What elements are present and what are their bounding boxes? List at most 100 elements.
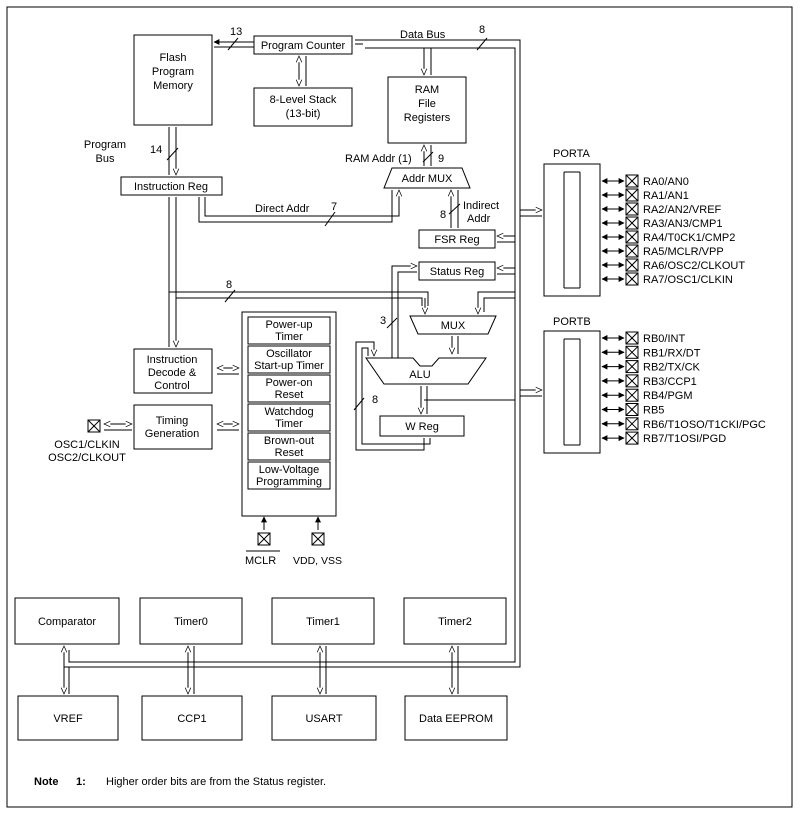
- flash-label-1: Flash: [160, 52, 187, 64]
- panel-cell-label: Start-up Timer: [254, 360, 324, 372]
- portb-pin-icon: [625, 345, 639, 359]
- porta-block: [543, 163, 601, 297]
- w-feedback-b: [361, 347, 431, 445]
- mclr-pin-icon: [257, 532, 271, 546]
- timer2-block: [403, 597, 507, 645]
- vref-block: [17, 695, 119, 741]
- program-counter: [253, 35, 353, 55]
- w-reg: [379, 415, 465, 437]
- porta-pin-icon: [625, 272, 639, 286]
- panel-cell: [247, 345, 331, 374]
- mux: [409, 315, 497, 335]
- timing-label-1: Timing: [156, 415, 189, 427]
- porta-pin-icon: [625, 230, 639, 244]
- panel-cell-label: Power-on: [265, 377, 312, 389]
- ccp1-block: [141, 695, 243, 741]
- w-feedback-width: 8: [372, 394, 378, 406]
- program-bus-width: 14: [150, 144, 162, 156]
- mclr-label: MCLR: [245, 555, 276, 567]
- portb-pin-label: RB1/RX/DT: [643, 347, 701, 359]
- mux-sel-width: 3: [380, 315, 386, 327]
- portb-pins: RB0/INTRB1/RX/DTRB2/TX/CKRB3/CCP1RB4/PGM…: [601, 331, 766, 445]
- stack-label-2: (13-bit): [286, 108, 321, 120]
- portb-pin-label: RB3/CCP1: [643, 376, 697, 388]
- note-number: 1:: [76, 776, 86, 788]
- decode-label-1: Instruction: [147, 354, 198, 366]
- porta-title: PORTA: [553, 148, 591, 160]
- databus-to-mux-a: [478, 291, 515, 314]
- panel-cell: [247, 403, 331, 432]
- vref-label: VREF: [53, 713, 83, 725]
- indirect-addr-label-2: Addr: [467, 213, 491, 225]
- panel-cell: [247, 316, 331, 345]
- data-eeprom-block: [404, 695, 508, 741]
- databus-to-mux-b: [483, 297, 515, 312]
- timer1-block: [271, 597, 375, 645]
- porta-pin-label: RA4/T0CK1/CMP2: [643, 232, 735, 244]
- fsr-reg-label: FSR Reg: [434, 234, 479, 246]
- timer0-block: [139, 597, 243, 645]
- portb-pin-icon: [625, 403, 639, 416]
- portb-pin-label: RB6/T1OSO/T1CKI/PGC: [643, 419, 766, 431]
- vdd-vss-label: VDD, VSS: [293, 555, 342, 567]
- portb-pin-icon: [625, 331, 639, 345]
- panel-cell-label: Power-up: [265, 319, 312, 331]
- porta-pin-icon: [625, 216, 639, 230]
- direct-addr-label: Direct Addr: [255, 203, 310, 215]
- timing-generation: [133, 404, 213, 450]
- addr-mux: [383, 167, 471, 189]
- ir-bus-width: 8: [226, 279, 232, 291]
- ram-addr-width: 9: [438, 153, 444, 165]
- timer1-label: Timer1: [306, 616, 340, 628]
- mux-sel-slash: [386, 317, 398, 329]
- porta-pin-label: RA7/OSC1/CLKIN: [643, 274, 733, 286]
- osc1-label: OSC1/CLKIN: [54, 439, 119, 451]
- note-text: Higher order bits are from the Status re…: [106, 776, 326, 788]
- data-eeprom-label: Data EEPROM: [419, 713, 493, 725]
- direct-addr-b: [204, 190, 399, 217]
- flash-program-memory: [133, 34, 213, 126]
- w-feedback-a: [355, 341, 425, 451]
- instruction-decode-control: [133, 348, 213, 394]
- timer0-label: Timer0: [174, 616, 208, 628]
- data-bus-slash: [476, 37, 488, 51]
- fsr-slash: [448, 203, 461, 215]
- ccp1-label: CCP1: [177, 713, 206, 725]
- portb-pin-icon: [625, 431, 639, 445]
- note-label: Note: [34, 776, 58, 788]
- usart-block: [271, 695, 377, 741]
- pc-bus-slash: [227, 37, 239, 51]
- ir-bus-slash: [224, 289, 236, 303]
- w-reg-label: W Reg: [405, 421, 439, 433]
- panel-cell-label: Watchdog: [264, 406, 313, 418]
- instruction-reg-label: Instruction Reg: [134, 181, 208, 193]
- portb-pin-label: RB2/TX/CK: [643, 362, 701, 374]
- status-reg: [418, 261, 496, 281]
- porta-pin-label: RA2/AN2/VREF: [643, 204, 722, 216]
- timer2-label: Timer2: [438, 616, 472, 628]
- panel-cell-label: Programming: [256, 476, 322, 488]
- portb-pin-icon: [625, 360, 639, 374]
- alu-to-status-a: [391, 266, 417, 358]
- ram-addr-slash: [422, 151, 434, 163]
- comparator-block: [14, 597, 120, 645]
- panel-cell-label: Reset: [275, 389, 304, 401]
- panel-cell: [247, 374, 331, 403]
- panel-cell-label: Reset: [275, 447, 304, 459]
- ram-label-2: File: [418, 98, 436, 110]
- porta-pin-label: RA5/MCLR/VPP: [643, 246, 724, 258]
- direct-addr-a: [198, 190, 393, 223]
- panel-cell-label: Timer: [275, 331, 303, 343]
- panel-cell: [247, 432, 331, 461]
- pc-bus-width: 13: [230, 26, 242, 38]
- portb-block: [543, 330, 601, 454]
- alu: [365, 357, 487, 385]
- ir-bus-a: [168, 197, 429, 306]
- w-feedback-slash: [353, 397, 365, 411]
- portb-pin-label: RB5: [643, 405, 664, 417]
- panel-cell: [247, 461, 331, 490]
- program-counter-label: Program Counter: [261, 40, 346, 52]
- panel-cell-label: Brown-out: [264, 435, 314, 447]
- ir-bus-b: [175, 197, 423, 306]
